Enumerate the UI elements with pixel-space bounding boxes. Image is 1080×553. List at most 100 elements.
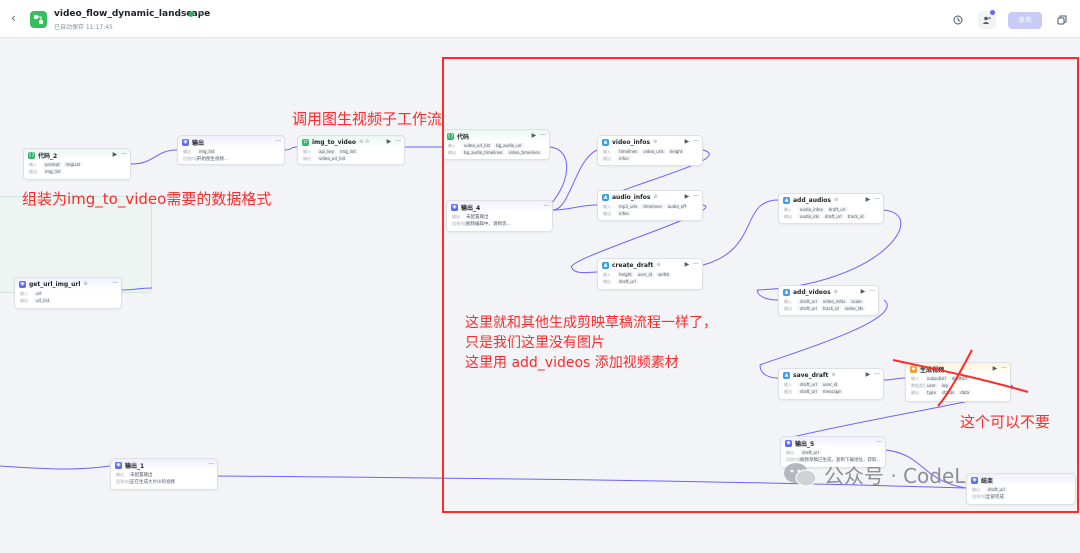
- more-icon[interactable]: ···: [208, 461, 214, 468]
- node-controls[interactable]: ···: [876, 439, 882, 446]
- more-icon[interactable]: ···: [869, 288, 875, 295]
- annotation-call-subflow: 调用图生视频子工作流: [292, 110, 443, 128]
- node-controls[interactable]: ▶···: [113, 151, 127, 158]
- node-title: create_draft: [612, 261, 654, 269]
- node-controls[interactable]: ▶···: [532, 132, 546, 139]
- more-icon[interactable]: ···: [112, 280, 118, 287]
- more-icon[interactable]: ···: [874, 371, 880, 378]
- verified-icon: ⊕ ⊘: [359, 139, 370, 145]
- node-controls[interactable]: ···: [275, 138, 281, 145]
- node-controls[interactable]: ▶···: [861, 288, 875, 295]
- param-chip: draft_url: [617, 279, 638, 284]
- info-icon[interactable]: ⓘ: [177, 11, 184, 19]
- more-icon[interactable]: ···: [121, 151, 127, 158]
- more-icon[interactable]: ···: [693, 193, 699, 200]
- annotation-explain-3: 这里用 add_videos 添加视频素材: [465, 355, 679, 371]
- row-label: 输出: [303, 155, 311, 161]
- play-icon[interactable]: ▶: [865, 371, 871, 378]
- param-chip: video_urls: [641, 149, 666, 154]
- more-icon[interactable]: ···: [395, 138, 401, 145]
- param-chip: audio_infos: [798, 207, 825, 212]
- more-icon[interactable]: ···: [275, 138, 281, 145]
- autosave-status: 已自动保存 11:17:45: [54, 24, 113, 31]
- header-actions: 发布: [950, 10, 1070, 29]
- param-chip: audio_eff: [665, 204, 689, 209]
- param-chip: draft_url: [798, 389, 819, 394]
- more-icon[interactable]: ···: [693, 261, 699, 268]
- row-label: 输出: [972, 486, 980, 492]
- play-icon[interactable]: ▶: [531, 132, 537, 139]
- param-chip: draft_url: [800, 450, 821, 455]
- node-controls[interactable]: ▶···: [866, 196, 880, 203]
- edit-icon[interactable]: ✎: [198, 10, 204, 18]
- node-header: ◉ 结束: [967, 474, 1075, 486]
- node-output-row: 回答内容全部完成: [967, 493, 1075, 500]
- param-chip: imgList: [63, 162, 83, 167]
- answer-text: 全部完成: [986, 494, 1004, 500]
- node-controls[interactable]: ···: [543, 203, 549, 210]
- param-chip: api_key: [317, 149, 337, 154]
- row-label: 输入: [784, 298, 792, 304]
- row-label: 输入: [29, 161, 37, 167]
- copy-icon[interactable]: [1054, 12, 1070, 28]
- back-chevron-icon[interactable]: ‹: [11, 11, 16, 25]
- node-title: 输出_5: [795, 440, 815, 448]
- more-icon[interactable]: ···: [693, 138, 699, 145]
- node-header: ◉ get_url_img_url ⊕ ···: [15, 278, 121, 290]
- node-controls[interactable]: ▶···: [387, 138, 401, 145]
- history-icon[interactable]: [950, 12, 966, 28]
- play-icon[interactable]: ▶: [112, 151, 118, 158]
- workflow-title: video_flow_dynamic_landscape: [54, 9, 211, 19]
- publish-button[interactable]: 发布: [1008, 11, 1042, 29]
- row-label: 回答内容: [786, 456, 802, 462]
- annotation-explain-1: 这里就和其他生成剪映草稿流程一样了，: [465, 315, 717, 331]
- node-controls[interactable]: ▶···: [685, 193, 699, 200]
- play-icon[interactable]: ▶: [865, 196, 871, 203]
- play-icon[interactable]: ▶: [684, 193, 690, 200]
- output-icon: ◉: [451, 203, 458, 211]
- row-label: 回答内容: [116, 478, 132, 484]
- node-controls[interactable]: ···: [112, 280, 118, 287]
- node-header: ◉ 输出_4 ···: [447, 201, 552, 213]
- play-icon[interactable]: ▶: [684, 138, 690, 145]
- row-label: 输入: [784, 381, 792, 387]
- users-icon[interactable]: [978, 10, 996, 29]
- node-controls[interactable]: ···: [208, 461, 214, 468]
- node-controls[interactable]: ▶···: [866, 371, 880, 378]
- node-header: ⇄ img_to_video ⊕ ⊘ ▶···: [298, 136, 404, 148]
- more-icon[interactable]: ···: [876, 439, 882, 446]
- node-output-4[interactable]: ◉ 输出_4 ··· 输出未配置输出 回答内容视频编辑中，请稍等...: [446, 200, 553, 232]
- loop-group-container[interactable]: [0, 196, 152, 293]
- code-icon: {}: [28, 151, 35, 159]
- node-title: 结束: [981, 477, 994, 485]
- node-title: 输出_1: [125, 462, 145, 470]
- node-controls[interactable]: ▶···: [685, 261, 699, 268]
- play-icon[interactable]: ▶: [860, 288, 866, 295]
- node-controls[interactable]: ▶···: [685, 138, 699, 145]
- node-output-1[interactable]: ◉ 输出_1 ··· 输出未配置输出 回答内容正在生成大片UI的视频: [110, 458, 218, 490]
- play-icon[interactable]: ▶: [386, 138, 392, 145]
- more-icon[interactable]: ···: [540, 132, 546, 139]
- more-icon[interactable]: ···: [543, 203, 549, 210]
- row-label: 输出: [784, 305, 792, 311]
- play-icon[interactable]: ▶: [684, 261, 690, 268]
- more-icon[interactable]: ···: [874, 196, 880, 203]
